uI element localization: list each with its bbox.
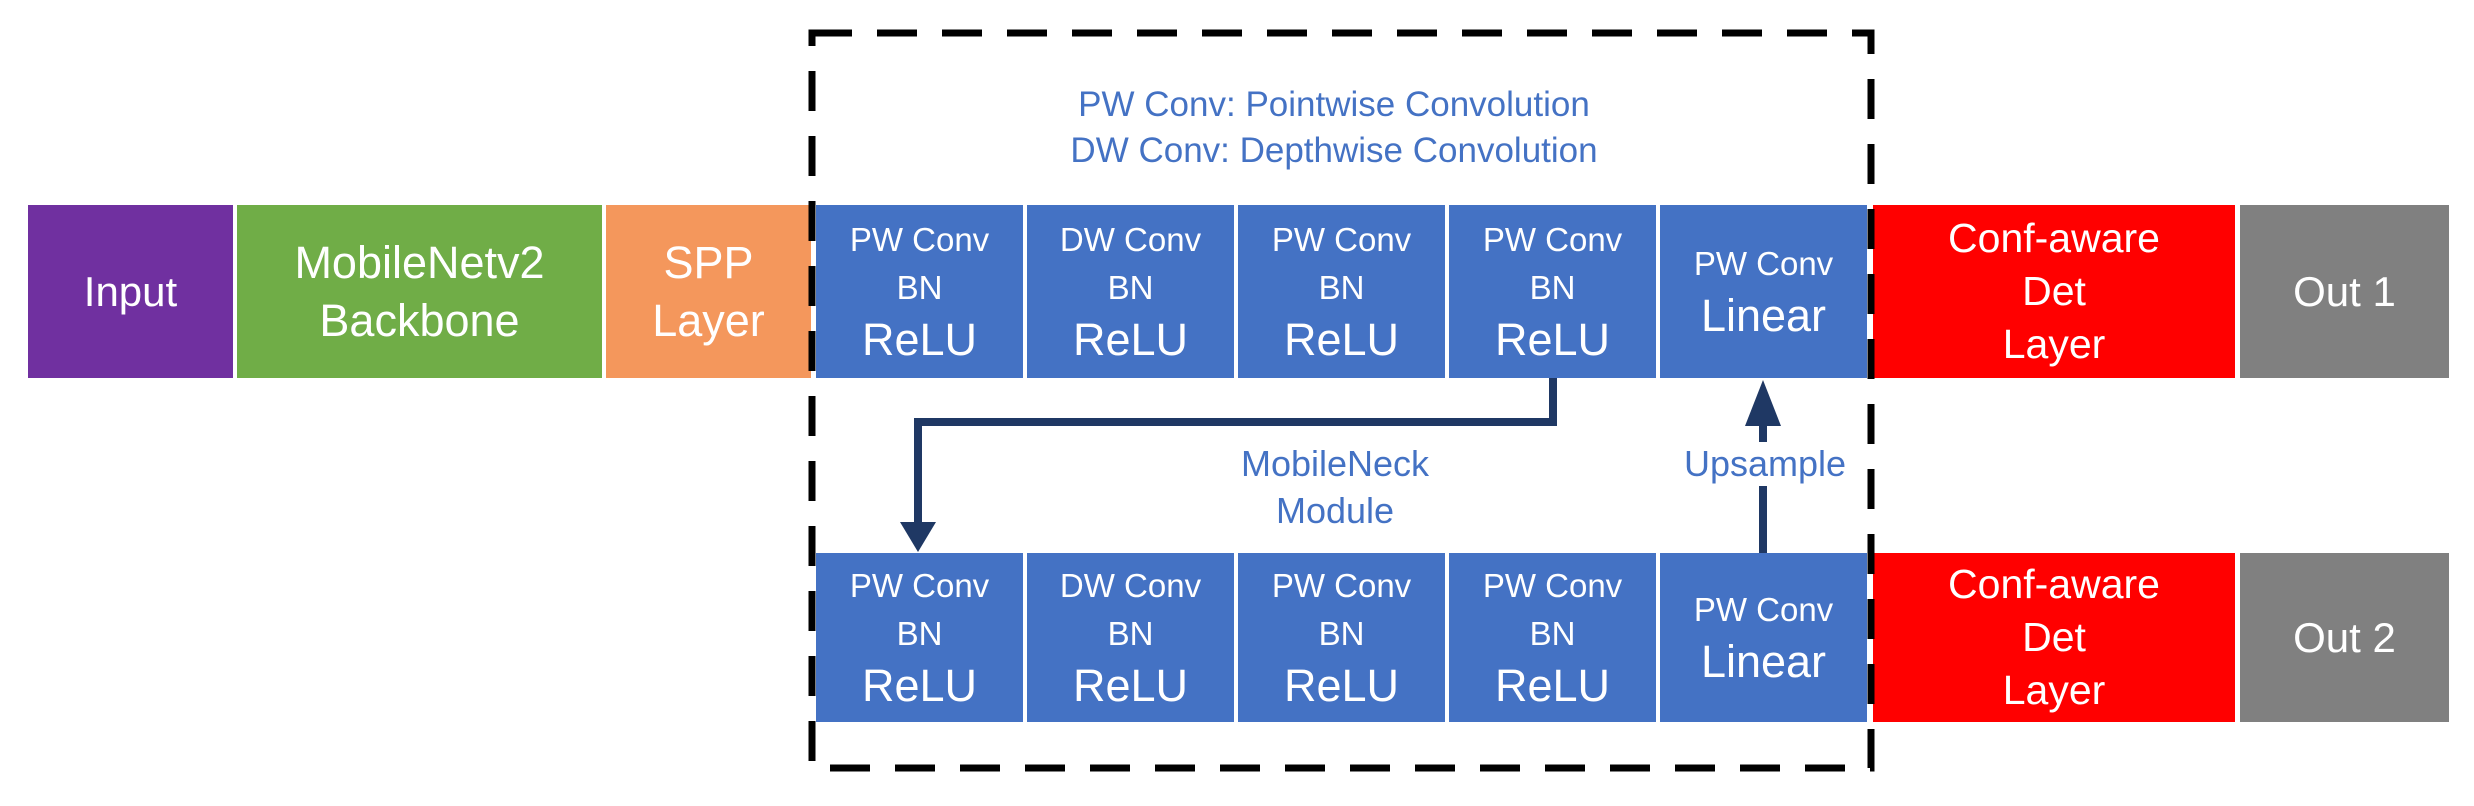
spp-label-line2: Layer — [652, 294, 765, 346]
input-box: Input — [28, 205, 233, 378]
block-line: BN — [1107, 268, 1154, 306]
block-line: PW Conv — [849, 566, 990, 604]
block-line: ReLU — [1072, 313, 1189, 365]
block-line: ReLU — [1283, 659, 1400, 711]
out1-box: Out 1 — [2240, 205, 2449, 378]
upsample-label: Upsample — [1673, 442, 1857, 486]
det-top-line3: Layer — [2002, 321, 2106, 367]
block-line: BN — [1318, 268, 1365, 306]
out2-label: Out 2 — [2293, 613, 2396, 661]
pw-conv-bn-relu-block-bottom-2: PW Conv BN ReLU — [1238, 553, 1445, 722]
out1-label: Out 1 — [2293, 267, 2396, 315]
legend-dw-line: DW Conv: Depthwise Convolution — [1070, 131, 1598, 170]
block-line: BN — [1529, 614, 1576, 652]
block-line: PW Conv — [1693, 590, 1834, 628]
pw-conv-bn-relu-block-top-2: PW Conv BN ReLU — [1238, 205, 1445, 378]
mobileneck-module-label: MobileNeck Module — [1241, 440, 1429, 534]
pw-conv-bn-relu-block-bottom-1: PW Conv BN ReLU — [816, 553, 1023, 722]
backbone-box: MobileNetv2 Backbone — [237, 205, 602, 378]
block-line: ReLU — [1072, 659, 1189, 711]
block-line: Linear — [1700, 289, 1827, 341]
input-label: Input — [83, 267, 178, 315]
block-line: BN — [896, 614, 943, 652]
det-top-line2: Det — [2022, 268, 2086, 314]
block-line: ReLU — [861, 659, 978, 711]
block-line: BN — [1107, 614, 1154, 652]
mobileneck-label-line2: Module — [1275, 490, 1395, 531]
block-line: ReLU — [1494, 659, 1611, 711]
pw-conv-bn-relu-block-bottom-3: PW Conv BN ReLU — [1449, 553, 1656, 722]
block-line: PW Conv — [1482, 220, 1623, 258]
backbone-label-line2: Backbone — [319, 294, 520, 346]
mobileneck-arrow — [914, 378, 1557, 524]
legend-pw-line: PW Conv: Pointwise Convolution — [1078, 85, 1590, 124]
det-layer-bottom-box: Conf-aware Det Layer — [1873, 553, 2235, 722]
pw-conv-linear-block-top: PW Conv Linear — [1660, 205, 1867, 378]
pw-conv-linear-block-bottom: PW Conv Linear — [1660, 553, 1867, 722]
pw-conv-bn-relu-block-top-3: PW Conv BN ReLU — [1449, 205, 1656, 378]
block-line: BN — [1529, 268, 1576, 306]
det-top-line1: Conf-aware — [1948, 215, 2160, 261]
block-line: PW Conv — [1271, 220, 1412, 258]
block-line: DW Conv — [1059, 566, 1202, 604]
spp-layer-box: SPP Layer — [606, 205, 811, 378]
block-line: BN — [1318, 614, 1365, 652]
block-line: PW Conv — [1271, 566, 1412, 604]
det-bottom-line1: Conf-aware — [1948, 561, 2160, 607]
block-line: ReLU — [1494, 313, 1611, 365]
det-bottom-line3: Layer — [2002, 667, 2106, 713]
block-line: Linear — [1700, 635, 1827, 687]
upsample-arrowhead-icon — [1745, 380, 1781, 426]
mobileneck-label-line1: MobileNeck — [1240, 443, 1430, 484]
block-line: DW Conv — [1059, 220, 1202, 258]
pw-conv-bn-relu-block-top-1: PW Conv BN ReLU — [816, 205, 1023, 378]
block-line: PW Conv — [1482, 566, 1623, 604]
backbone-label-line1: MobileNetv2 — [294, 236, 545, 288]
det-layer-top-box: Conf-aware Det Layer — [1873, 205, 2235, 378]
block-line: PW Conv — [1693, 244, 1834, 282]
out2-box: Out 2 — [2240, 553, 2449, 722]
dw-conv-bn-relu-block-top: DW Conv BN ReLU — [1027, 205, 1234, 378]
block-line: ReLU — [1283, 313, 1400, 365]
spp-label-line1: SPP — [663, 236, 754, 288]
block-line: BN — [896, 268, 943, 306]
mobileneck-arrowhead-icon — [900, 522, 936, 552]
block-line: PW Conv — [849, 220, 990, 258]
det-bottom-line2: Det — [2022, 614, 2086, 660]
legend: PW Conv: Pointwise Convolution DW Conv: … — [1070, 82, 1597, 174]
dw-conv-bn-relu-block-bottom: DW Conv BN ReLU — [1027, 553, 1234, 722]
block-line: ReLU — [861, 313, 978, 365]
